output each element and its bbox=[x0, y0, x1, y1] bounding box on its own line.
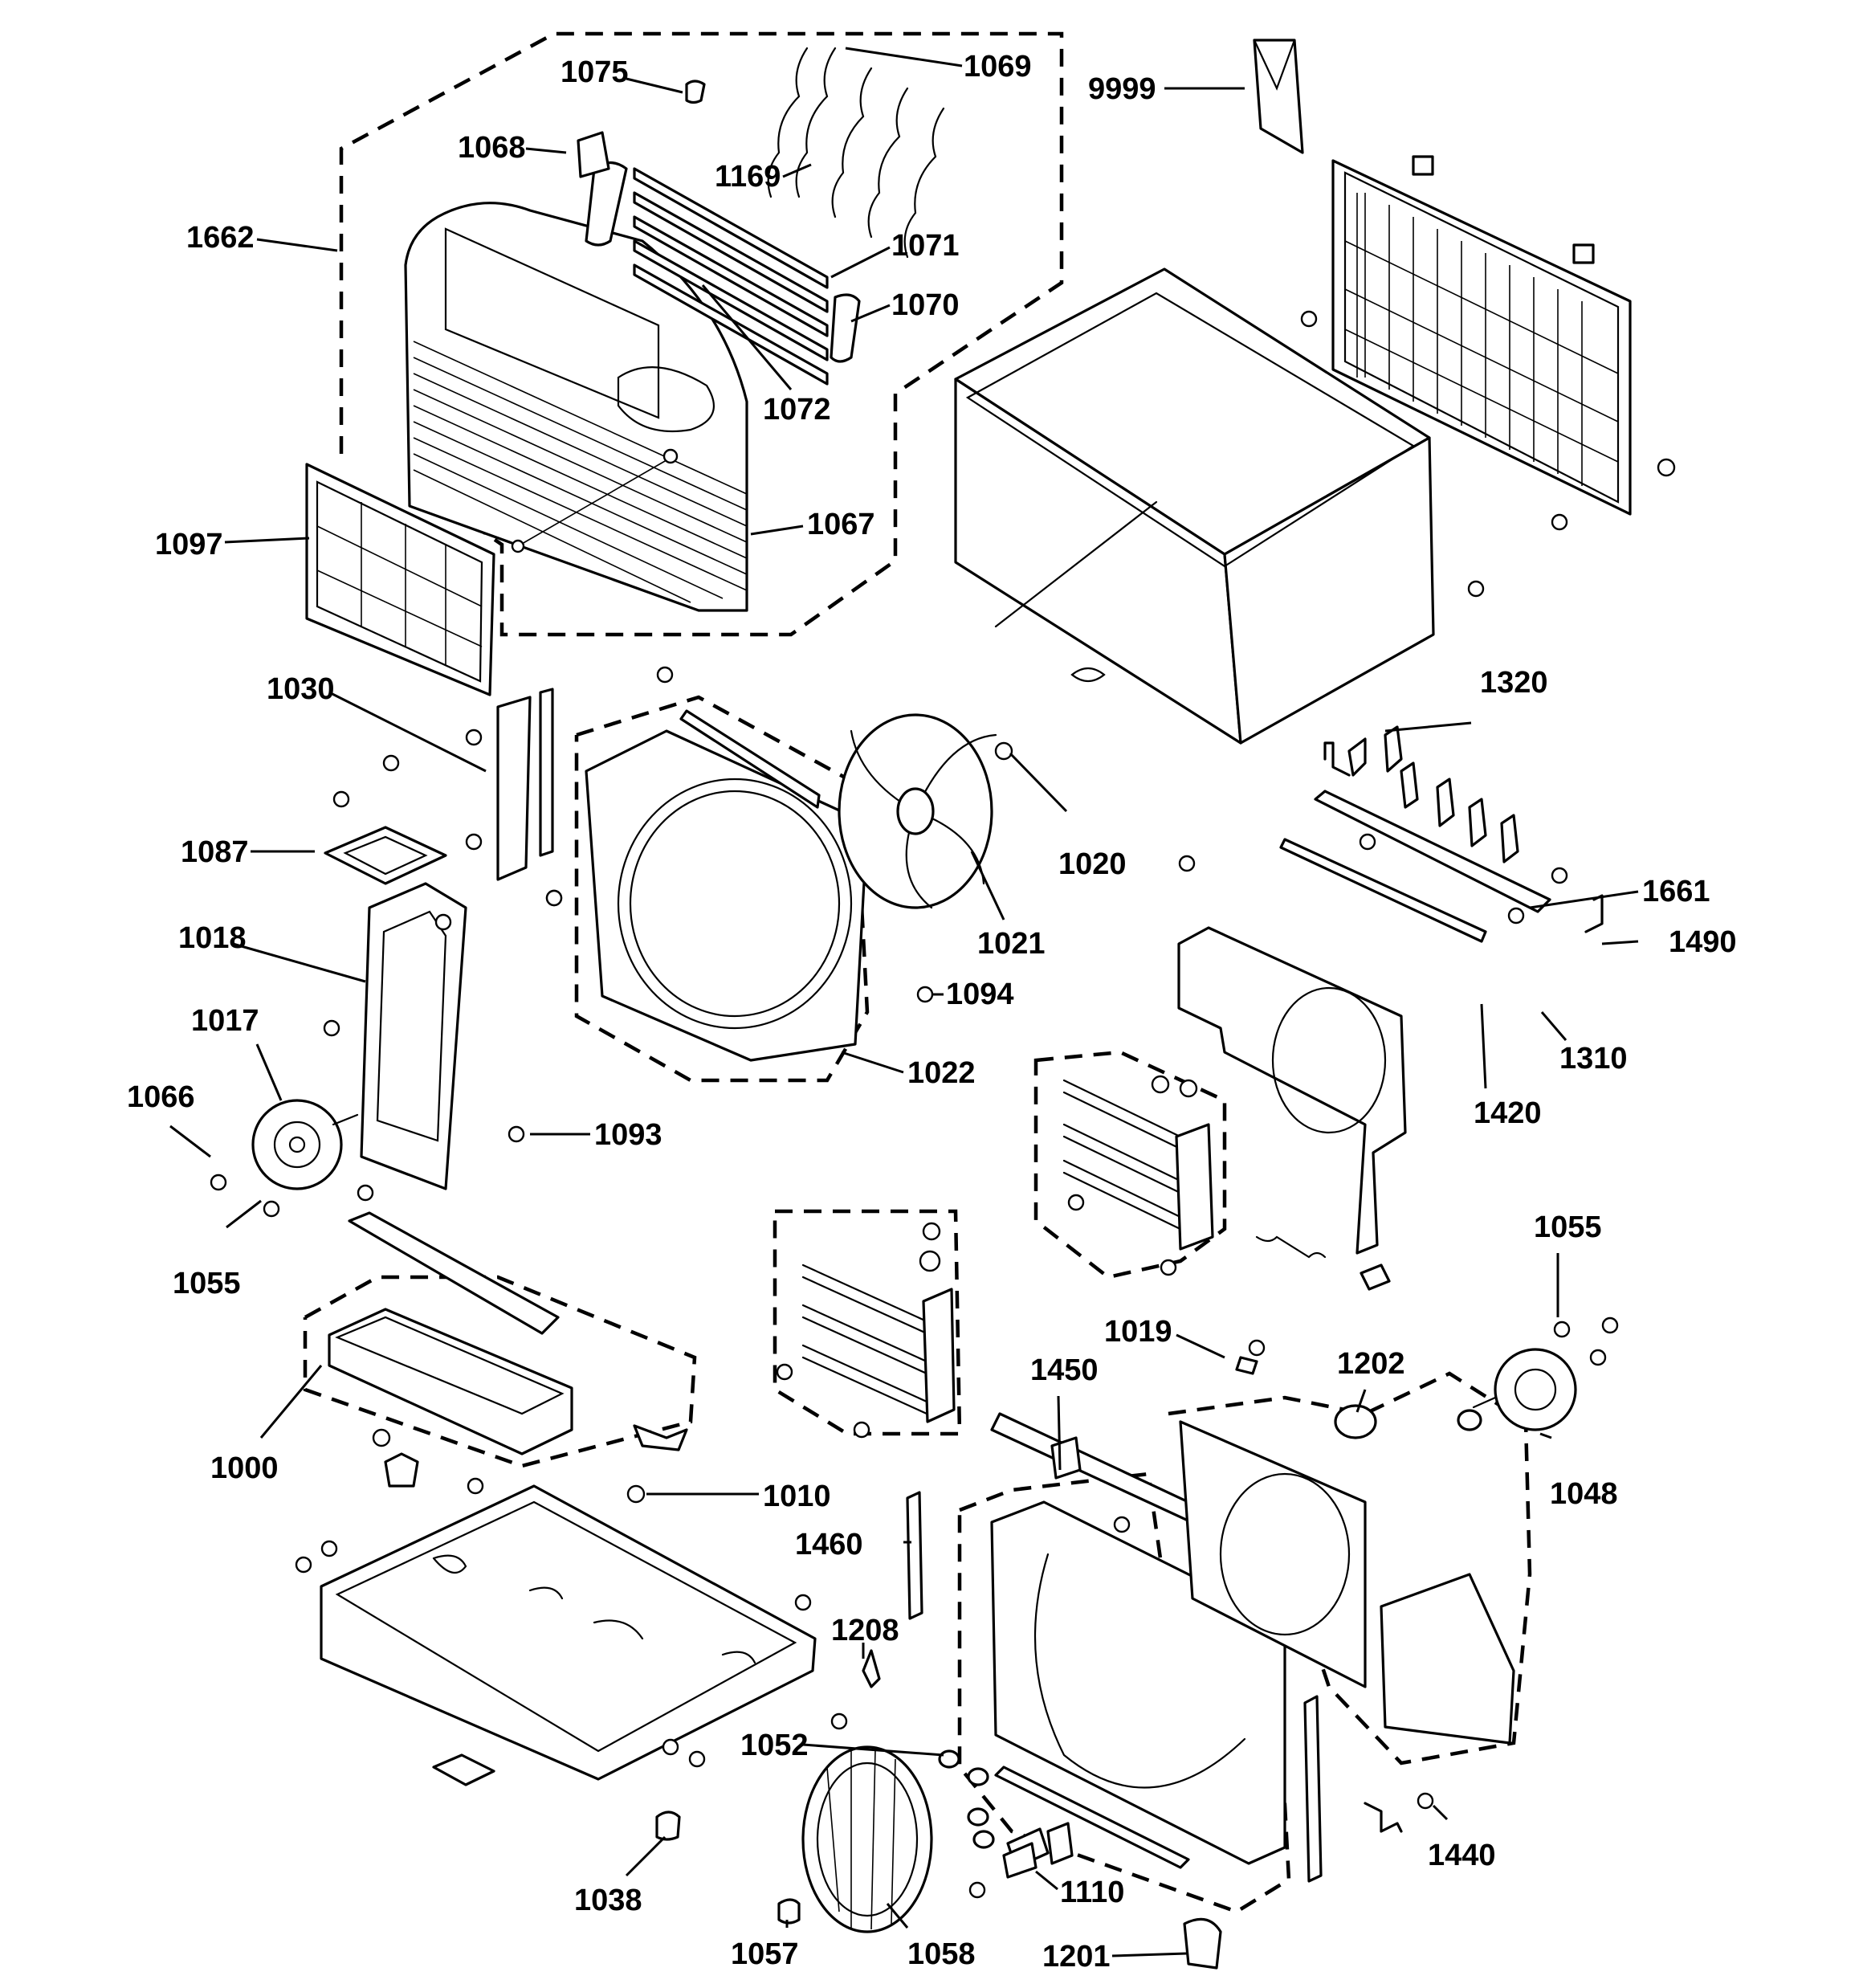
label-1052: 1052 bbox=[740, 1729, 809, 1762]
label-1202: 1202 bbox=[1337, 1347, 1405, 1381]
drain-pan-group-outline bbox=[303, 1275, 697, 1468]
group-outlines bbox=[303, 31, 1532, 1914]
blower-housing-panel bbox=[1179, 1339, 1515, 1883]
clip-1038 bbox=[655, 1810, 681, 1841]
label-1440: 1440 bbox=[1428, 1839, 1496, 1872]
label-1019: 1019 bbox=[1104, 1315, 1172, 1349]
condenser-shroud bbox=[545, 666, 869, 1062]
bracket-1440 bbox=[1364, 1802, 1403, 1833]
heater-upper bbox=[1062, 1075, 1391, 1291]
leader-lines bbox=[169, 47, 1639, 1957]
manual-document bbox=[1253, 39, 1304, 154]
label-1097: 1097 bbox=[155, 528, 223, 561]
label-1071: 1071 bbox=[891, 229, 960, 263]
label-1018: 1018 bbox=[178, 921, 247, 955]
heater-upper-group-outline bbox=[1033, 1050, 1227, 1280]
drain-pan bbox=[328, 1211, 688, 1455]
label-1070: 1070 bbox=[891, 288, 960, 322]
part-labels: 1075 1069 9999 1068 1169 1662 1071 1070 … bbox=[127, 50, 1737, 1974]
blower-group-outline bbox=[957, 1472, 1291, 1914]
cover-1201 bbox=[1183, 1917, 1222, 1970]
label-1055b: 1055 bbox=[1534, 1210, 1602, 1244]
fan-shroud-group-outline bbox=[574, 695, 870, 1083]
rear-grille bbox=[1331, 155, 1676, 516]
label-1017: 1017 bbox=[191, 1004, 259, 1038]
label-1010: 1010 bbox=[763, 1480, 831, 1513]
clip-1110 bbox=[1002, 1842, 1037, 1879]
blower-housing-group-outline bbox=[1168, 1371, 1532, 1766]
label-1450: 1450 bbox=[1030, 1353, 1099, 1387]
fan-motor bbox=[210, 1099, 374, 1218]
label-1094: 1094 bbox=[946, 978, 1014, 1011]
label-1069: 1069 bbox=[964, 50, 1032, 84]
label-1087: 1087 bbox=[181, 835, 249, 869]
label-1075: 1075 bbox=[561, 55, 629, 89]
label-1000: 1000 bbox=[210, 1451, 279, 1485]
parts bbox=[210, 39, 1676, 1970]
label-9999: 9999 bbox=[1088, 72, 1156, 106]
screw-1440 bbox=[1417, 1792, 1434, 1810]
grommets bbox=[938, 1749, 995, 1849]
label-1201: 1201 bbox=[1042, 1940, 1111, 1974]
label-1320: 1320 bbox=[1480, 666, 1548, 700]
heater-lower bbox=[776, 1222, 956, 1439]
label-1110: 1110 bbox=[1060, 1876, 1124, 1909]
label-1066: 1066 bbox=[127, 1080, 195, 1114]
label-1420: 1420 bbox=[1474, 1096, 1542, 1130]
label-1021: 1021 bbox=[977, 927, 1046, 961]
label-1093: 1093 bbox=[594, 1118, 662, 1152]
front-grille-group-outline bbox=[339, 31, 1064, 637]
label-1057: 1057 bbox=[731, 1937, 799, 1971]
label-1208: 1208 bbox=[831, 1614, 899, 1647]
partition-assembly bbox=[1177, 725, 1604, 1255]
label-1067: 1067 bbox=[807, 508, 875, 541]
label-1460: 1460 bbox=[795, 1528, 863, 1561]
label-1058: 1058 bbox=[907, 1937, 976, 1971]
outer-cabinet bbox=[954, 267, 1568, 745]
base-pan bbox=[295, 1428, 817, 1786]
label-1048: 1048 bbox=[1550, 1477, 1618, 1511]
label-1022: 1022 bbox=[907, 1056, 976, 1090]
air-filter bbox=[305, 463, 495, 696]
motor-mount bbox=[323, 882, 563, 1190]
side-bracket bbox=[465, 688, 554, 881]
label-1068: 1068 bbox=[458, 131, 526, 165]
screw-1094 bbox=[916, 986, 934, 1003]
heater-lower-group-outline bbox=[773, 1209, 962, 1436]
label-1072: 1072 bbox=[763, 393, 831, 427]
label-1310: 1310 bbox=[1559, 1042, 1628, 1076]
blower-motor bbox=[1472, 1316, 1619, 1431]
label-1661: 1661 bbox=[1642, 875, 1710, 908]
louver-assembly bbox=[577, 47, 945, 386]
label-1169: 1169 bbox=[715, 160, 781, 194]
label-1020: 1020 bbox=[1058, 847, 1127, 881]
screw-1093 bbox=[508, 1125, 525, 1143]
label-1490: 1490 bbox=[1669, 925, 1737, 959]
label-1055a: 1055 bbox=[173, 1267, 241, 1300]
label-1038: 1038 bbox=[574, 1884, 642, 1917]
condenser-fan bbox=[838, 713, 1013, 909]
label-1030: 1030 bbox=[267, 672, 335, 706]
control-bracket bbox=[324, 754, 447, 885]
blower-wheel bbox=[777, 1745, 933, 1933]
label-1662: 1662 bbox=[186, 221, 255, 255]
